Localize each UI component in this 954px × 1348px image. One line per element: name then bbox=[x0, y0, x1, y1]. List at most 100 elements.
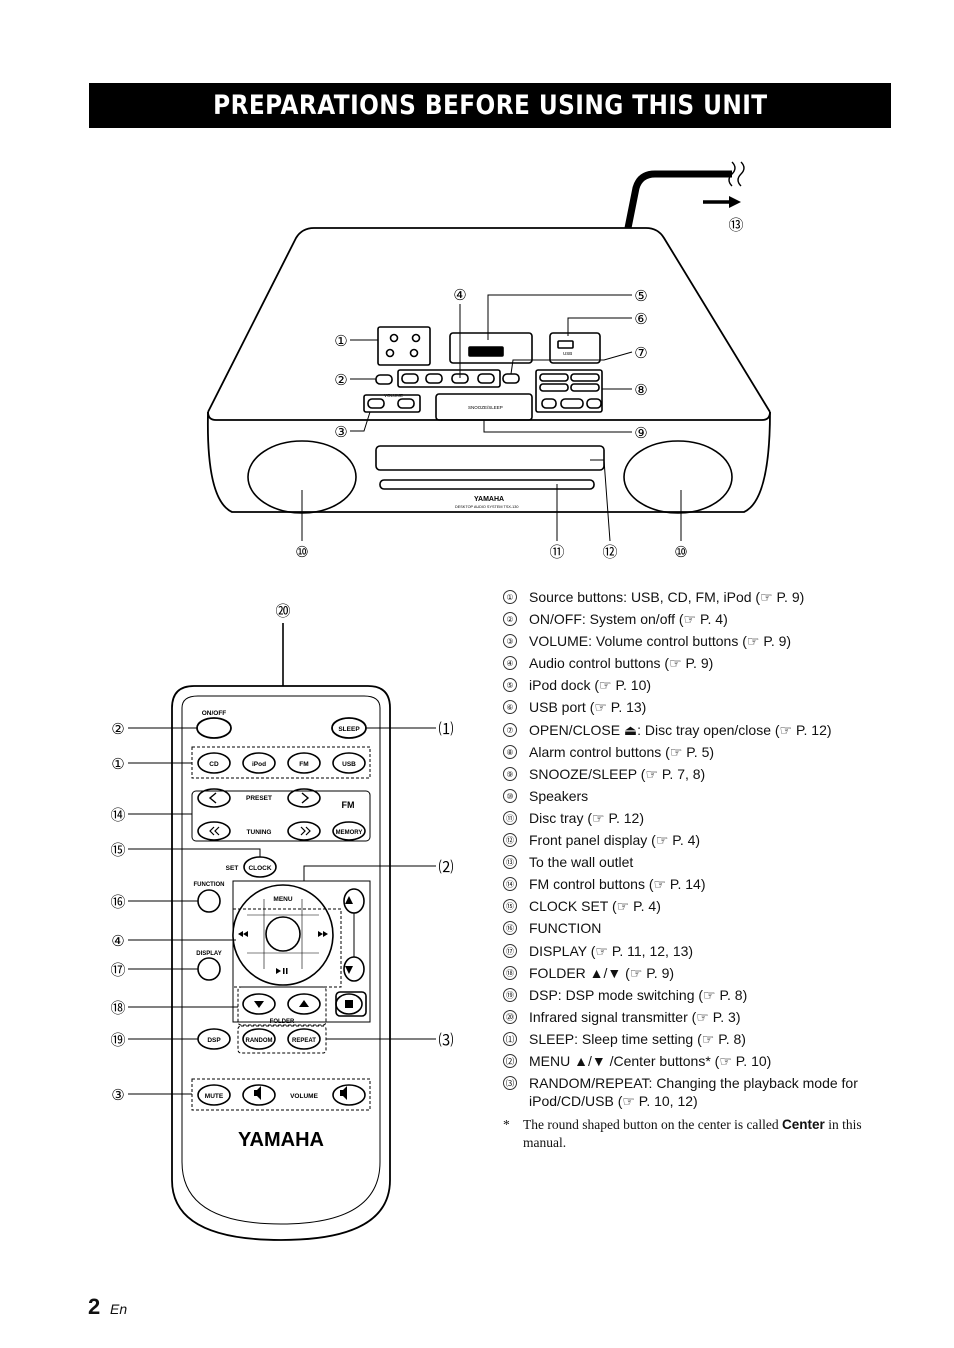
legend-item: ⑦ OPEN/CLOSE ⏏: Disc tray open/close (☞ P… bbox=[503, 721, 893, 739]
usb-label: USB bbox=[342, 761, 356, 768]
remote-body bbox=[171, 685, 391, 1241]
page-number: 2 bbox=[88, 1294, 101, 1319]
legend-number: ⑫ bbox=[503, 833, 517, 848]
legend-item: ⑳ Infrared signal transmitter (☞ P. 3) bbox=[503, 1008, 893, 1026]
legend-text: Speakers bbox=[529, 787, 589, 804]
legend-text: CLOCK SET (☞ P. 4) bbox=[529, 898, 661, 915]
fm-label: FM bbox=[299, 761, 308, 768]
legend-number: ⑩ bbox=[503, 788, 517, 803]
remote-callout-2: ② bbox=[111, 721, 124, 738]
callout-10-left: ⑩ bbox=[295, 544, 308, 561]
function-label: FUNCTION bbox=[194, 882, 225, 888]
volume-up-button bbox=[332, 1084, 366, 1106]
repeat-button bbox=[287, 1028, 321, 1050]
legend-item: ⑧ Alarm control buttons (☞ P. 5) bbox=[503, 743, 893, 761]
legend-text: RANDOM/REPEAT: Changing the playback mod… bbox=[529, 1075, 858, 1110]
memory-button bbox=[332, 821, 366, 841]
callout-8: ⑧ bbox=[634, 382, 647, 399]
unit-model-label: DESKTOP AUDIO SYSTEM TSX-130 bbox=[455, 505, 519, 509]
legend-number: ⑬ bbox=[503, 855, 517, 870]
legend-number: ⑧ bbox=[503, 744, 517, 759]
front-panel-display bbox=[375, 445, 605, 471]
legend-text: OPEN/CLOSE ⏏: Disc tray open/close (☞ P.… bbox=[529, 721, 832, 738]
legend-number: ⑳ bbox=[503, 1009, 517, 1024]
footnote-post: in this manual. bbox=[523, 1117, 862, 1150]
remote-callout-21: ⑴ bbox=[438, 721, 453, 738]
legend-number: ⑰ bbox=[503, 943, 517, 958]
tuning-down-button bbox=[197, 821, 231, 841]
footnote-bold: Center bbox=[782, 1117, 825, 1132]
legend-number: ⑵ bbox=[503, 1053, 517, 1068]
callout-1: ① bbox=[334, 333, 347, 350]
ipod-label: iPod bbox=[252, 761, 266, 768]
legend-text: Alarm control buttons (☞ P. 5) bbox=[529, 743, 715, 760]
callout-5: ⑤ bbox=[634, 288, 647, 305]
volume-label: VOLUME bbox=[290, 1093, 318, 1100]
volume-panel bbox=[363, 394, 421, 413]
unit-brand-label: YAMAHA bbox=[474, 496, 504, 503]
callout-11: ⑪ bbox=[549, 544, 564, 561]
source-buttons-panel bbox=[377, 326, 431, 366]
page-title: PREPARATIONS BEFORE USING THIS UNIT bbox=[212, 90, 768, 121]
legend-text: DISPLAY (☞ P. 11, 12, 13) bbox=[529, 942, 694, 959]
legend-number: ⑥ bbox=[503, 700, 517, 715]
legend-text: DSP: DSP mode switching (☞ P. 8) bbox=[529, 986, 748, 1003]
stop-button bbox=[335, 993, 363, 1015]
legend-number: ⑦ bbox=[503, 722, 517, 737]
legend-text: To the wall outlet bbox=[529, 854, 634, 871]
title-bar: PREPARATIONS BEFORE USING THIS UNIT bbox=[89, 83, 891, 128]
on-off-button bbox=[196, 717, 232, 739]
remote-callout-23: ⑶ bbox=[438, 1032, 453, 1049]
unit-top bbox=[207, 227, 771, 413]
legend-text: Infrared signal transmitter (☞ P. 3) bbox=[529, 1008, 741, 1025]
legend-number: ⑮ bbox=[503, 899, 517, 914]
remote-callout-15: ⑮ bbox=[110, 842, 125, 859]
legend-text: Audio control buttons (☞ P. 9) bbox=[529, 655, 714, 672]
random-button bbox=[242, 1028, 276, 1050]
alarm-control-panel bbox=[535, 369, 603, 413]
preset-label: PRESET bbox=[246, 795, 272, 802]
callout-6: ⑥ bbox=[634, 311, 647, 328]
usb-button bbox=[332, 752, 366, 774]
ipod-button bbox=[242, 752, 276, 774]
mute-label: MUTE bbox=[205, 1093, 224, 1100]
function-button bbox=[197, 889, 221, 913]
remote-callout-3: ③ bbox=[111, 1087, 124, 1104]
preset-up-button bbox=[287, 788, 321, 808]
cd-label: CD bbox=[209, 761, 219, 768]
footnote: * The round shaped button on the center … bbox=[503, 1116, 893, 1152]
legend-item: ⑶ RANDOM/REPEAT: Changing the playback mo… bbox=[503, 1074, 893, 1110]
legend-text: FOLDER ▲/▼ (☞ P. 9) bbox=[529, 964, 675, 981]
legend-number: ⑤ bbox=[503, 678, 517, 693]
set-label: SET bbox=[226, 865, 239, 872]
callout-4: ④ bbox=[453, 287, 466, 304]
legend-number: ① bbox=[503, 590, 517, 604]
remote-callout-4: ④ bbox=[111, 933, 124, 950]
cd-button bbox=[197, 752, 231, 774]
legend-number: ⑶ bbox=[503, 1076, 517, 1091]
legend-item: ⑬ To the wall outlet bbox=[503, 853, 893, 871]
unit-body bbox=[206, 411, 771, 513]
legend-text: SNOOZE/SLEEP (☞ P. 7, 8) bbox=[529, 765, 706, 782]
folder-label: FOLDER bbox=[270, 1019, 295, 1025]
remote-brand-label: YAMAHA bbox=[238, 1129, 324, 1151]
remote-callout-1: ① bbox=[111, 756, 124, 773]
legend-number: ⑱ bbox=[503, 965, 517, 980]
callout-7: ⑦ bbox=[634, 345, 647, 362]
usb-area bbox=[549, 332, 601, 364]
legend-item: ⑱ FOLDER ▲/▼ (☞ P. 9) bbox=[503, 964, 893, 982]
legend-text: SLEEP: Sleep time setting (☞ P. 8) bbox=[529, 1030, 746, 1047]
display-label: DISPLAY bbox=[196, 951, 221, 957]
folder-up-button bbox=[287, 993, 321, 1015]
legend-item: ⑴SLEEP: Sleep time setting (☞ P. 8) bbox=[503, 1030, 893, 1048]
remote-callout-22: ⑵ bbox=[438, 859, 453, 876]
audio-control-panel bbox=[397, 369, 501, 388]
legend-text: Disc tray (☞ P. 12) bbox=[529, 809, 644, 826]
